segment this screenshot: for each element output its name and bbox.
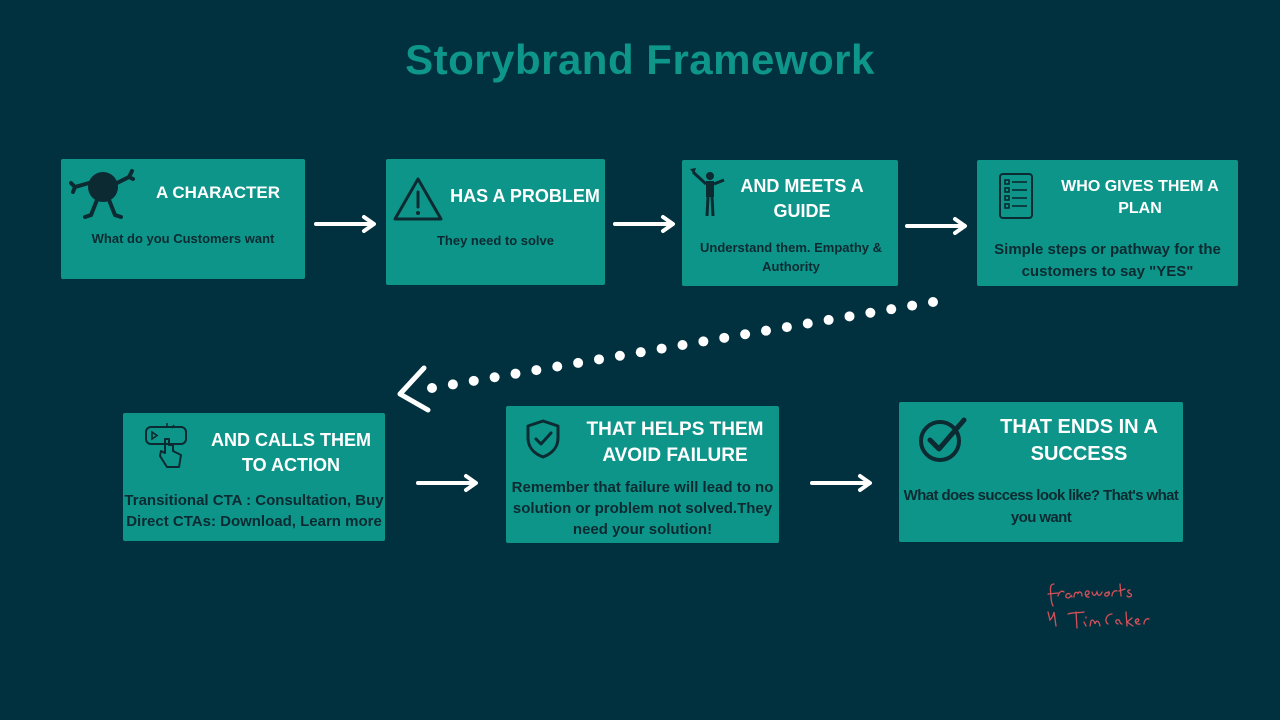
arrow-right-icon (810, 474, 872, 492)
connector-dot (594, 354, 604, 365)
character-icon (69, 169, 135, 219)
step-heading: WHO GIVES THEM A PLAN (1061, 178, 1219, 217)
connector-dot (677, 340, 688, 350)
connector-dot (656, 343, 667, 354)
shield-check-icon (526, 419, 560, 459)
connector-dot (844, 311, 855, 322)
checkmark-circle-icon (919, 417, 967, 462)
guide-icon (690, 168, 725, 217)
connector-dot (802, 318, 813, 329)
signature-watermark (1047, 583, 1150, 629)
connector-dot (468, 375, 479, 386)
connector-dot (865, 307, 876, 318)
arrow-right-icon (905, 217, 967, 235)
connector-dot (427, 383, 437, 393)
step-card-avoid-failure: THAT HELPS THEM AVOID FAILURE Remember t… (506, 406, 779, 543)
connector-dot (698, 336, 709, 347)
step-card-character: A CHARACTER What do you Customers want (61, 159, 305, 279)
connector-dot (447, 379, 458, 390)
connector-dot (573, 357, 584, 368)
step-heading: HAS A PROBLEM (450, 186, 600, 206)
connector-dot (719, 332, 730, 343)
step-heading: AND MEETS A GUIDE (740, 176, 864, 221)
arrow-right-icon (314, 215, 376, 233)
click-icon (145, 423, 187, 468)
connector-dot (489, 372, 500, 383)
connector-dot (635, 347, 646, 358)
connector-dot (531, 365, 542, 376)
step-text: Understand them. Empathy & Authority (699, 240, 883, 274)
connector-dot (510, 368, 521, 379)
page-title: Storybrand Framework (405, 36, 875, 83)
step-text: Transitional CTA : Consultation, Buy Dir… (124, 492, 384, 530)
step-card-action: AND CALLS THEM TO ACTION Transitional CT… (123, 413, 385, 541)
step-text: Simple steps or pathway for the customer… (994, 241, 1221, 280)
step-heading: THAT ENDS IN A SUCCESS (1000, 416, 1158, 465)
warning-icon (393, 177, 443, 221)
step-heading: A CHARACTER (155, 183, 281, 202)
step-card-guide: AND MEETS A GUIDE Understand them. Empat… (682, 160, 898, 286)
step-card-success: THAT ENDS IN A SUCCESS What does success… (899, 402, 1183, 542)
step-text: What does success look like? That's what… (903, 487, 1179, 526)
connector-dot (761, 325, 771, 336)
connector-dot (823, 314, 834, 325)
connector-dot (907, 300, 918, 311)
arrow-right-icon (613, 215, 675, 233)
arrow-right-icon (416, 474, 478, 492)
step-text: Remember that failure will lead to no so… (511, 479, 774, 538)
step-card-problem: HAS A PROBLEM They need to solve (386, 159, 605, 285)
connector-dot (614, 350, 625, 361)
connector-dot (886, 304, 897, 315)
step-heading: THAT HELPS THEM AVOID FAILURE (586, 419, 764, 466)
connector-dot (928, 297, 938, 307)
connector-dot (552, 361, 563, 372)
step-text: They need to solve (436, 233, 555, 248)
step-heading: AND CALLS THEM TO ACTION (211, 430, 371, 475)
connector-dot (740, 329, 751, 340)
checklist-icon (999, 173, 1033, 219)
step-text: What do you Customers want (91, 231, 275, 246)
connector-dot (781, 322, 792, 333)
step-card-plan: WHO GIVES THEM A PLAN Simple steps or pa… (977, 160, 1238, 286)
